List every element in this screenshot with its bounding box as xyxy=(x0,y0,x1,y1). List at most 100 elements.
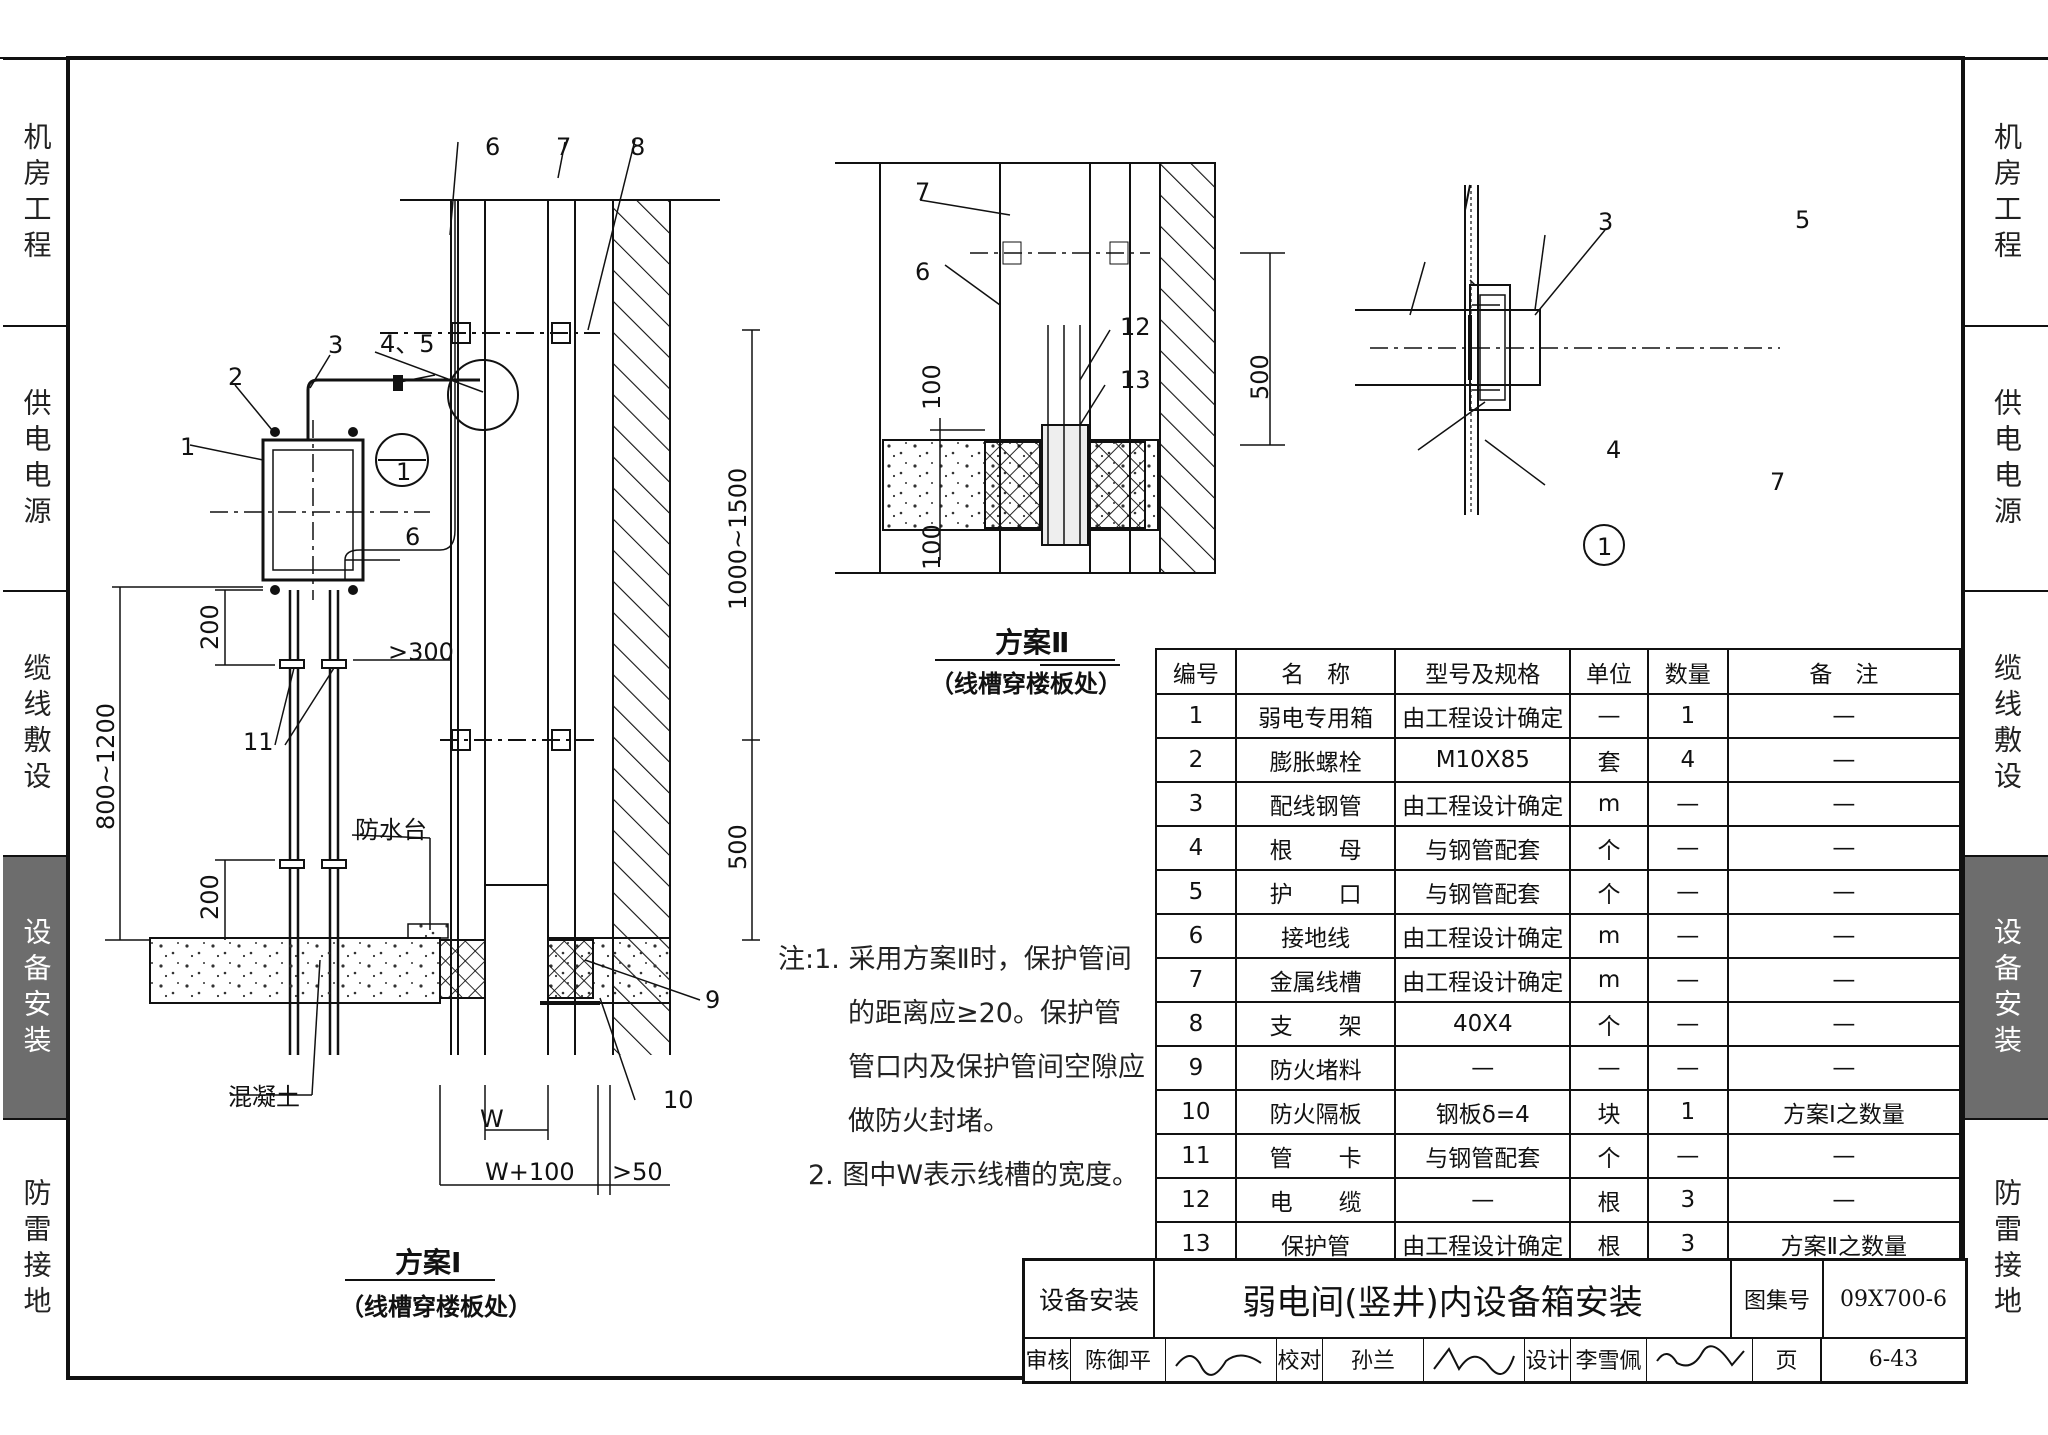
parts-cell: M10X85 xyxy=(1394,737,1572,783)
s2-label-7: 7 xyxy=(915,178,930,206)
scheme2-drawing xyxy=(835,162,1285,666)
parts-cell: 配线钢管 xyxy=(1234,781,1397,827)
left-tab-4[interactable]: 防雷接地 xyxy=(3,1118,68,1380)
parts-cell: 1 xyxy=(1155,693,1237,739)
parts-cell: 由工程设计确定 xyxy=(1394,693,1572,739)
left-tab-3[interactable]: 设备安装 xyxy=(3,855,68,1120)
fire-sealant-left xyxy=(439,939,486,999)
dim-50: >50 xyxy=(612,1158,663,1186)
label-2: 2 xyxy=(228,363,243,391)
parts-cell: 金属线槽 xyxy=(1234,957,1397,1003)
parts-cell: 由工程设计确定 xyxy=(1394,913,1572,959)
right-tab-2[interactable]: 缆线敷设 xyxy=(1964,590,2048,857)
dim-800-1200: 800~1200 xyxy=(92,703,120,830)
parts-cell: — xyxy=(1726,737,1962,783)
parts-cell: 2 xyxy=(1155,737,1237,783)
detail-ref-top: 1 xyxy=(396,458,411,486)
title-block: 设备安装 弱电间(竖井)内设备箱安装 图集号 09X700-6 审核 陈御平 校… xyxy=(1022,1258,1968,1384)
right-tab-4[interactable]: 防雷接地 xyxy=(1964,1118,2048,1380)
note-line-2: 的距离应≥20。保护管 xyxy=(848,998,1121,1029)
label-11: 11 xyxy=(243,728,274,756)
parts-cell: — xyxy=(1726,693,1962,739)
parts-cell: 护 口 xyxy=(1234,869,1397,915)
parts-cell: 块 xyxy=(1569,1089,1649,1135)
tb-atlas-no: 09X700-6 xyxy=(1822,1261,1965,1339)
tb-check-label: 校对 xyxy=(1277,1337,1323,1381)
left-tab-0[interactable]: 机房工程 xyxy=(3,58,68,327)
leader-lines xyxy=(189,139,701,1101)
right-tab-3[interactable]: 设备安装 xyxy=(1964,855,2048,1120)
parts-cell: 40X4 xyxy=(1394,1001,1572,1047)
s2-dim-500: 500 xyxy=(1246,354,1274,400)
label-waterproof: 防水台 xyxy=(355,816,427,844)
steel-pipe-top xyxy=(306,378,480,440)
parts-cell: — xyxy=(1569,1045,1649,1091)
parts-cell: 与钢管配套 xyxy=(1394,1133,1572,1179)
left-tab-2[interactable]: 缆线敷设 xyxy=(3,590,68,857)
parts-table-header: 编号名 称型号及规格单位数量备 注 xyxy=(1155,648,1962,695)
parts-cell: 个 xyxy=(1569,869,1649,915)
parts-cell: 3 xyxy=(1155,781,1237,827)
parts-cell: 钢板δ=4 xyxy=(1394,1089,1572,1135)
parts-header-cell: 编号 xyxy=(1155,648,1237,695)
dim-300: >300 xyxy=(388,638,454,666)
label-4-5: 4、5 xyxy=(380,330,435,358)
dim-500-left: 500 xyxy=(724,824,752,870)
parts-cell: 8 xyxy=(1155,1001,1237,1047)
s2-label-12: 12 xyxy=(1120,313,1151,341)
parts-header-cell: 单位 xyxy=(1569,648,1649,695)
parts-cell: — xyxy=(1646,825,1729,871)
scheme1-drawing xyxy=(105,139,760,1195)
parts-cell: — xyxy=(1646,957,1729,1003)
parts-cell: 个 xyxy=(1569,1001,1649,1047)
notes-block: 注:1. 采用方案Ⅱ时，保护管间 的距离应≥20。保护管 管口内及保护管间空隙应… xyxy=(778,933,1145,1203)
note-line-1: 注:1. 采用方案Ⅱ时，保护管间 xyxy=(778,944,1132,975)
dim-200-top: 200 xyxy=(196,604,224,650)
parts-cell: — xyxy=(1646,913,1729,959)
label-8: 8 xyxy=(630,133,645,161)
parts-header-cell: 型号及规格 xyxy=(1394,648,1572,695)
left-tab-1[interactable]: 供电电源 xyxy=(3,325,68,592)
s2-dim-100b: 100 xyxy=(918,524,946,570)
parts-cell: 弱电专用箱 xyxy=(1234,693,1397,739)
parts-cell: — xyxy=(1646,1133,1729,1179)
right-tab-0[interactable]: 机房工程 xyxy=(1964,58,2048,327)
detail-number: 1 xyxy=(1597,533,1612,561)
parts-cell: 与钢管配套 xyxy=(1394,869,1572,915)
signature-designer-icon xyxy=(1656,1345,1745,1367)
parts-cell: 膨胀螺栓 xyxy=(1234,737,1397,783)
label-3: 3 xyxy=(328,331,343,359)
dim-1000-1500: 1000~1500 xyxy=(724,468,752,610)
parts-cell: — xyxy=(1726,1045,1962,1091)
parts-cell: — xyxy=(1726,1177,1962,1223)
wall-hatch xyxy=(613,200,670,1055)
right-tab-1[interactable]: 供电电源 xyxy=(1964,325,2048,592)
detail-callout-circle xyxy=(447,359,519,431)
parts-cell: 方案Ⅰ之数量 xyxy=(1726,1089,1962,1135)
tb-design-label: 设计 xyxy=(1525,1337,1571,1381)
tb-atlas-label: 图集号 xyxy=(1730,1261,1824,1339)
parts-cell: — xyxy=(1646,1001,1729,1047)
note-line-3: 管口内及保护管间空隙应 xyxy=(848,1052,1145,1083)
callout-labels: 1 2 3 4、5 6 7 8 6 11 9 10 防水台 混凝土 1 >300… xyxy=(92,133,1810,1186)
parts-cell: 根 xyxy=(1569,1177,1649,1223)
d1-label-7: 7 xyxy=(1770,468,1785,496)
parts-cell: 12 xyxy=(1155,1177,1237,1223)
signature-reviewer-icon xyxy=(1175,1354,1262,1376)
parts-cell: m xyxy=(1569,957,1649,1003)
parts-cell: 接地线 xyxy=(1234,913,1397,959)
parts-header-cell: 备 注 xyxy=(1726,648,1962,695)
parts-cell: 1 xyxy=(1646,1089,1729,1135)
parts-cell: 9 xyxy=(1155,1045,1237,1091)
label-concrete: 混凝土 xyxy=(228,1083,300,1111)
